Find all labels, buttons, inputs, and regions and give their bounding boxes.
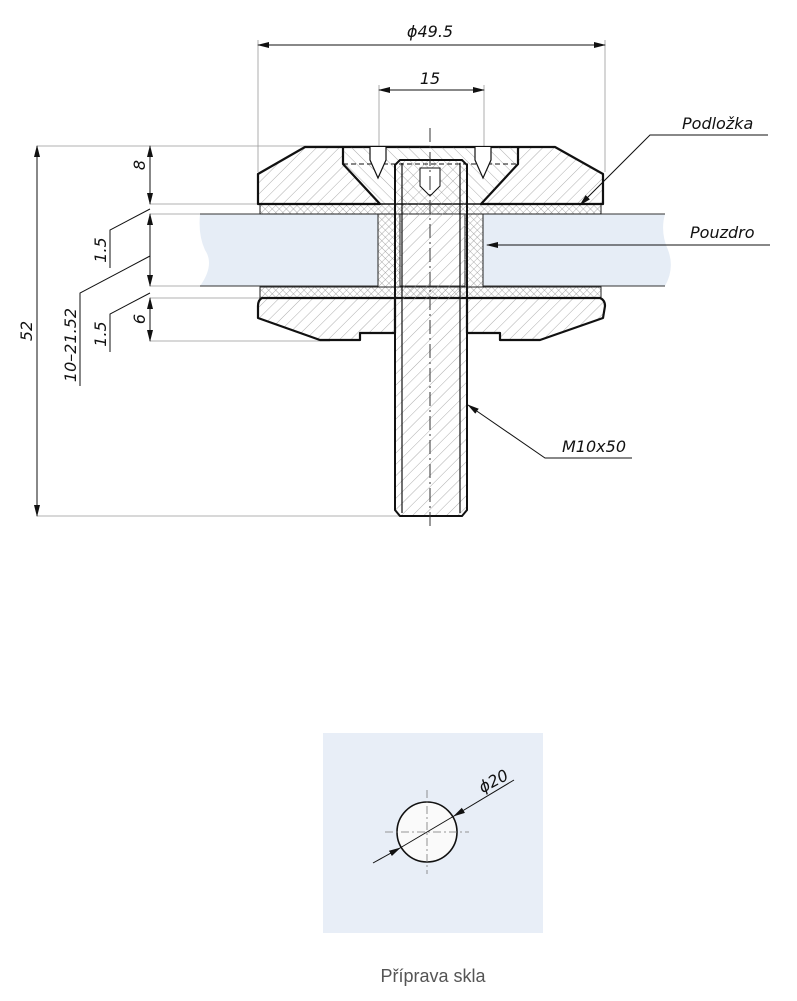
dim-base-height: 6 — [130, 314, 149, 324]
label-washer: Podložka — [682, 114, 753, 133]
dim-total-height: 52 — [17, 321, 36, 341]
dim-gasket-top: 1.5 — [91, 237, 110, 262]
dim-overall-diameter: ϕ49.5 — [407, 22, 453, 41]
dim-hole-spacing: 15 — [420, 69, 440, 88]
dim-gasket-bottom: 1.5 — [91, 321, 110, 346]
dim-cap-height: 8 — [130, 160, 149, 170]
label-bushing: Pouzdro — [690, 223, 755, 242]
glass-panel — [483, 214, 671, 286]
bolt — [394, 159, 468, 517]
label-bolt: M10x50 — [562, 437, 626, 456]
glass-panel — [199, 214, 378, 286]
detail-caption: Příprava skla — [380, 966, 486, 986]
dim-glass-thickness: 10–21.52 — [61, 308, 80, 382]
